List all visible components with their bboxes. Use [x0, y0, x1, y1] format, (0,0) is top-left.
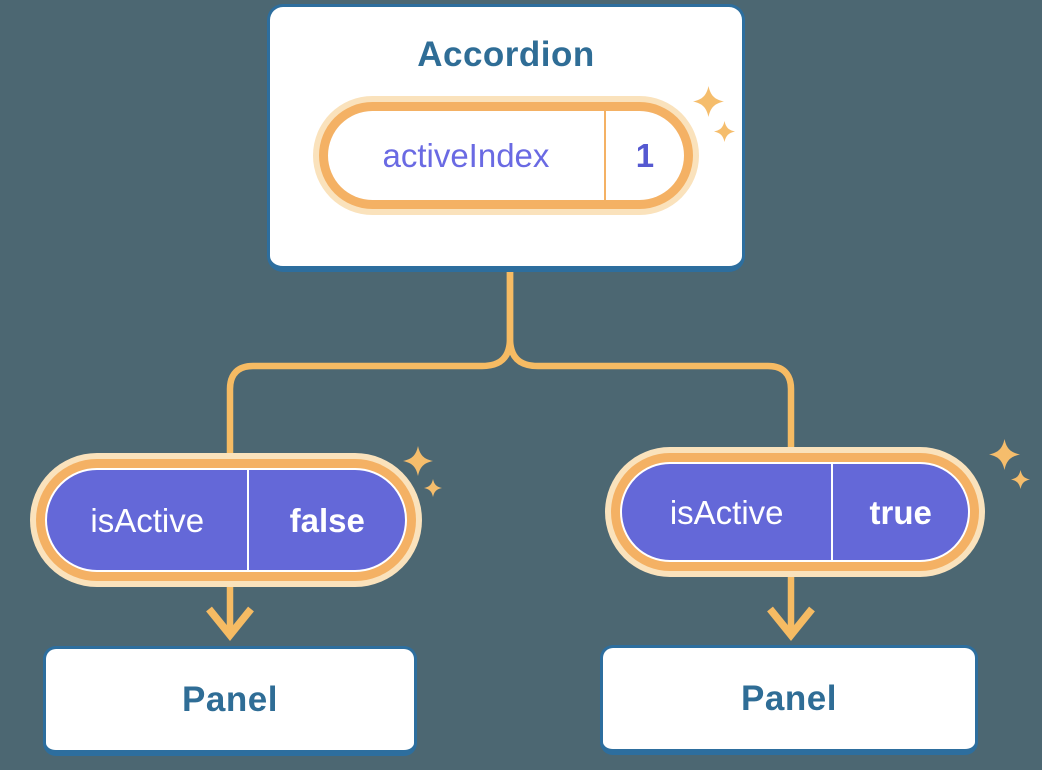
accordion-title: Accordion	[417, 35, 595, 74]
sparkle-icon	[1011, 470, 1030, 489]
pill-divider	[603, 111, 606, 200]
prop-value: false	[289, 501, 365, 539]
prop-pill-ring: isActive true	[611, 453, 979, 571]
prop-pill-false: isActive false	[30, 453, 422, 587]
pill-divider	[831, 464, 834, 560]
prop-pill-core: isActive false	[45, 468, 407, 572]
panel-card-right: Panel	[600, 645, 978, 755]
panel-title: Panel	[182, 680, 278, 719]
state-label: activeIndex	[382, 137, 550, 174]
pill-divider	[247, 470, 250, 570]
state-pill-core: activeIndex 1	[328, 111, 684, 200]
sparkle-icon	[403, 446, 433, 476]
state-value: 1	[635, 137, 655, 174]
state-pill: activeIndex 1	[313, 96, 699, 215]
arrow-down-icon	[206, 606, 254, 641]
sparkle-icon	[989, 439, 1020, 470]
sparkle-icon	[424, 479, 442, 497]
prop-label: isActive	[669, 493, 784, 531]
prop-pill-true: isActive true	[605, 447, 985, 577]
branch-line-right	[506, 271, 795, 631]
arrow-down-icon	[767, 606, 815, 641]
prop-label: isActive	[90, 501, 205, 539]
sparkle-icon	[714, 121, 735, 142]
panel-title: Panel	[741, 679, 837, 718]
accordion-card: Accordion activeIndex 1	[267, 4, 745, 272]
state-pill-ring: activeIndex 1	[319, 102, 693, 209]
panel-card-left: Panel	[43, 646, 417, 756]
prop-pill-ring: isActive false	[36, 459, 416, 581]
prop-value: true	[869, 493, 932, 531]
sparkle-icon	[693, 86, 724, 117]
prop-pill-core: isActive true	[620, 462, 970, 562]
